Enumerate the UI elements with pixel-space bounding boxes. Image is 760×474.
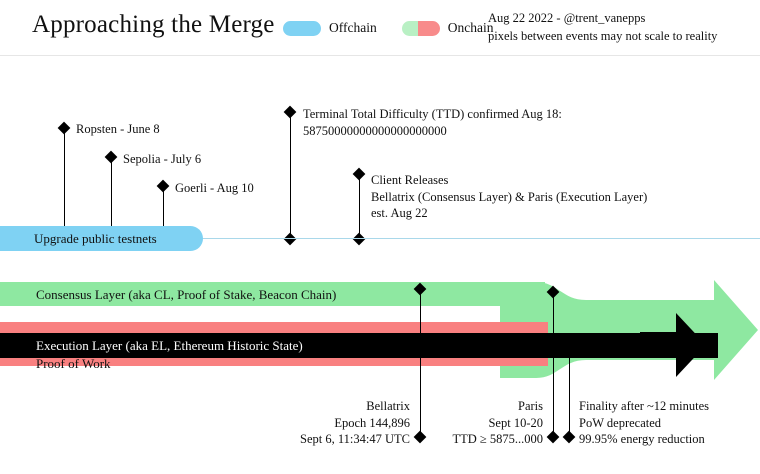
page-title: Approaching the Merge [32, 11, 275, 38]
execution-layer-label: Execution Layer (aka EL, Ethereum Histor… [36, 338, 303, 353]
ttd-value: 58750000000000000000000 [303, 123, 447, 138]
marker-line-ropsten [64, 128, 65, 240]
client-releases-date: est. Aug 22 [371, 206, 428, 220]
byline-disclaimer: pixels between events may not scale to r… [488, 29, 718, 43]
energy-reduction: 99.95% energy reduction [579, 432, 705, 446]
bellatrix-epoch: Epoch 144,896 [334, 415, 410, 430]
execution-layer-arrowhead [640, 313, 706, 377]
event-label-finality: Finality after ~12 minutes PoW deprecate… [579, 398, 709, 448]
marker-diamond-finality-bottom [562, 430, 576, 444]
legend-label-onchain: Onchain [447, 20, 494, 35]
header-divider [0, 55, 760, 56]
bellatrix-name: Bellatrix [366, 399, 410, 413]
offchain-track-label: Upgrade public testnets [34, 231, 157, 246]
event-label-sepolia: Sepolia - July 6 [123, 152, 202, 166]
marker-line-ttd [290, 112, 291, 240]
paris-dates: Sept 10-20 [488, 415, 543, 430]
execution-layer-band [0, 333, 718, 358]
offchain-track-pill [0, 226, 203, 251]
offchain-pill-icon [283, 20, 321, 36]
event-label-ropsten: Ropsten - June 8 [76, 122, 160, 136]
marker-diamond-ropsten-top [57, 121, 71, 135]
event-label-bellatrix: Bellatrix Epoch 144,896 Sept 6, 11:34:47… [236, 398, 410, 448]
event-label-ttd: Terminal Total Difficulty (TTD) confirme… [303, 106, 562, 139]
client-releases-detail: Bellatrix (Consensus Layer) & Paris (Exe… [371, 189, 648, 204]
marker-diamond-sepolia-top [104, 150, 118, 164]
legend-item-offchain: Offchain [283, 20, 377, 36]
consensus-layer-band [0, 282, 545, 306]
legend: Offchain Onchain [283, 20, 493, 36]
consensus-layer-label: Consensus Layer (aka CL, Proof of Stake,… [36, 287, 337, 302]
header-bar: Approaching the Merge Offchain Onchain A… [0, 0, 760, 56]
marker-diamond-client-releases-top [352, 167, 366, 181]
bellatrix-timestamp: Sept 6, 11:34:47 UTC [300, 432, 410, 446]
byline-date-author: Aug 22 2022 - @trent_vanepps [488, 11, 646, 25]
legend-label-offchain: Offchain [329, 20, 377, 35]
ttd-headline: Terminal Total Difficulty (TTD) confirme… [303, 107, 562, 121]
offchain-track-line [0, 238, 760, 240]
event-label-client-releases: Client Releases Bellatrix (Consensus Lay… [371, 172, 647, 222]
marker-line-goerli [163, 186, 164, 240]
marker-line-bellatrix-upper [420, 289, 421, 334]
event-label-paris: Paris Sept 10-20 TTD ≥ 5875...000 [423, 398, 543, 448]
marker-line-paris-upper [553, 292, 554, 334]
marker-line-finality [569, 357, 570, 437]
finality-duration: Finality after ~12 minutes [579, 399, 710, 413]
paris-name: Paris [518, 399, 543, 413]
pow-deprecated: PoW deprecated [579, 415, 662, 430]
paris-ttd: TTD ≥ 5875...000 [452, 432, 543, 446]
event-label-goerli: Goerli - Aug 10 [175, 181, 254, 195]
marker-line-bellatrix-lower [420, 357, 421, 437]
marker-line-paris-lower [553, 357, 554, 437]
marker-line-sepolia [111, 157, 112, 240]
marker-diamond-ttd-top [283, 105, 297, 119]
client-releases-headline: Client Releases [371, 173, 449, 187]
marker-diamond-goerli-top [156, 179, 170, 193]
proof-of-work-label: Proof of Work [36, 356, 111, 371]
marker-line-client-releases [359, 174, 360, 240]
marker-diamond-paris-bottom [546, 430, 560, 444]
byline: Aug 22 2022 - @trent_vanepps pixels betw… [488, 9, 717, 45]
onchain-pill-icon [401, 20, 440, 36]
legend-item-onchain: Onchain [401, 20, 494, 36]
